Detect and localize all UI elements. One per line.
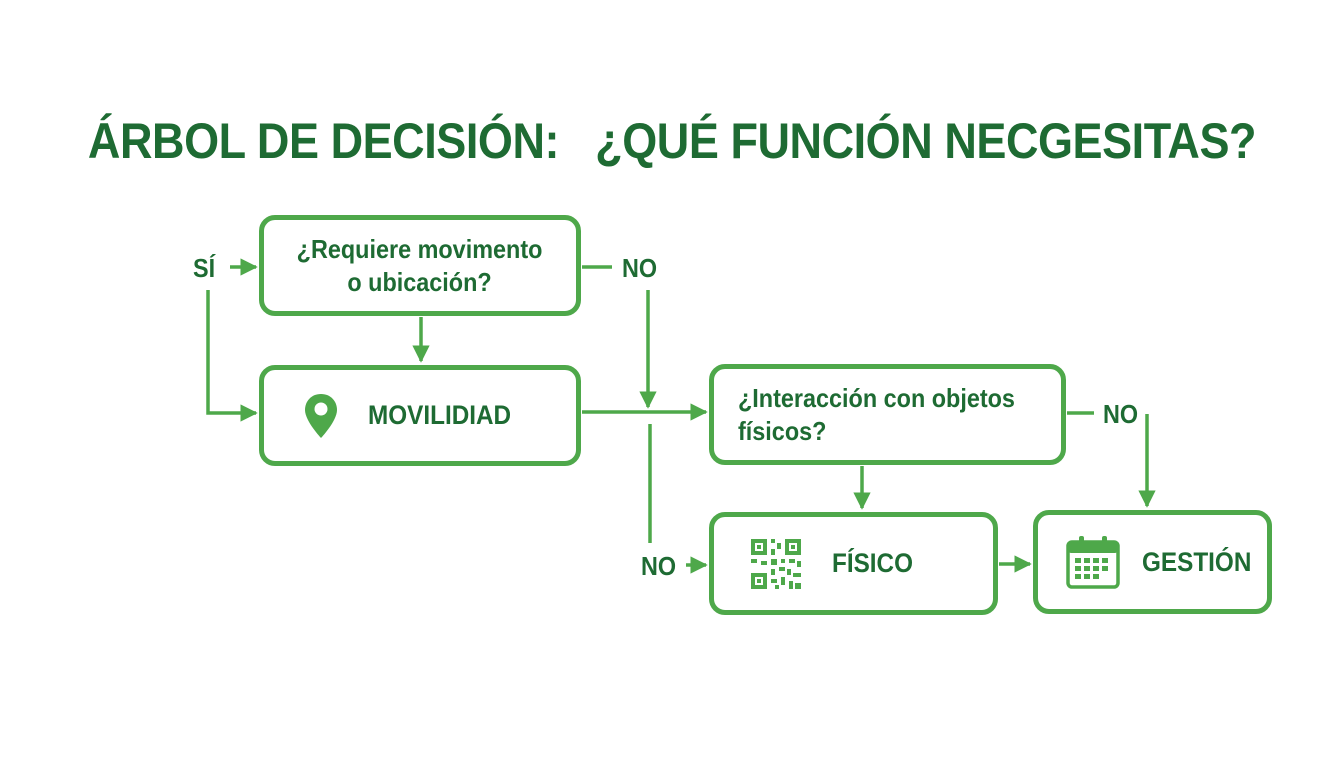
arrow-si-to-movilidad [206, 290, 258, 422]
edge-label-no-1: NO [622, 253, 658, 283]
result-node-gestion: GESTIÓN [1033, 510, 1272, 614]
calendar-icon [1066, 536, 1120, 589]
edge-label-no-2: NO [641, 551, 677, 581]
decision-node-movement: ¿Requiere movimento o ubicación? [259, 215, 581, 316]
qr-code-icon [751, 538, 801, 589]
edge-label-si: SÍ [193, 253, 216, 283]
decision-movement-line1: ¿Requiere movimento [297, 234, 543, 264]
result-fisico-label: FÍSICO [832, 548, 914, 578]
result-node-fisico: FÍSICO [709, 512, 998, 615]
result-gestion-label: GESTIÓN [1142, 546, 1252, 577]
decision-physical-line2: físicos? [738, 415, 827, 446]
edge-label-no-3: NO [1103, 399, 1139, 429]
decision-physical-line1: ¿Interacción con objetos [738, 383, 1015, 413]
decision-movement-line2: o ubicación? [347, 266, 493, 297]
location-pin-icon [305, 393, 337, 438]
diagram-title: ÁRBOL DE DECISIÓN: ¿QUÉ FUNCIÓN NECGESIT… [87, 113, 1257, 169]
result-movilidad-label: MOVILIDIAD [368, 400, 512, 430]
result-node-movilidad: MOVILIDIAD [259, 365, 581, 466]
decision-node-physical: ¿Interacción con objetos físicos? [709, 364, 1066, 465]
